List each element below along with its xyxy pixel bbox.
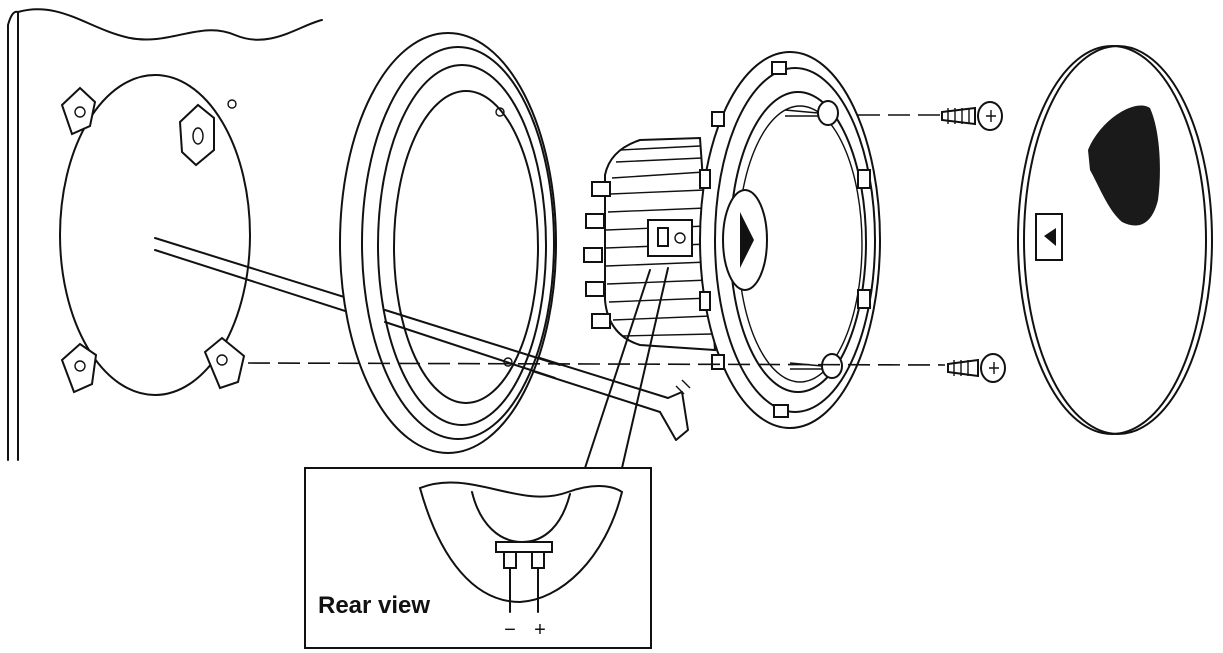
mounting-tab	[60, 86, 97, 136]
mounting-tab	[60, 342, 98, 394]
speaker-frame	[699, 51, 881, 429]
positive-terminal-label: +	[534, 619, 546, 641]
door-panel	[7, 8, 323, 461]
screw	[947, 353, 1006, 383]
mounting-tab	[203, 336, 246, 390]
negative-terminal-label: −	[504, 619, 516, 641]
rear-view-inset: Rear view − +	[304, 467, 652, 649]
spacer-ring	[339, 32, 557, 454]
leader-line	[584, 269, 651, 469]
rear-view-label: Rear view	[318, 592, 430, 619]
grille-cover	[1017, 45, 1213, 435]
alignment-line	[247, 362, 946, 366]
speaker-screw	[789, 353, 843, 379]
mounting-hole	[59, 74, 251, 396]
speaker-wire	[384, 321, 556, 379]
mounting-tab	[178, 103, 215, 167]
screw	[941, 101, 1003, 131]
speaker-screw	[784, 100, 839, 126]
terminal-block	[647, 219, 693, 257]
leader-line	[621, 267, 669, 469]
speaker-wire	[384, 309, 561, 366]
